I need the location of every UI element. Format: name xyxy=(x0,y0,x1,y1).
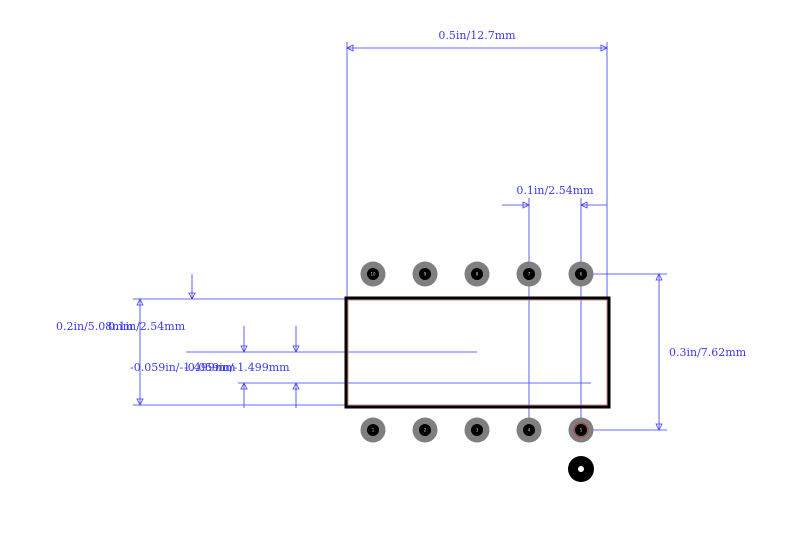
pad-top-3-number: 8 xyxy=(476,272,479,277)
pad-top-2-number: 9 xyxy=(424,272,427,277)
pad-bottom-3: 3 xyxy=(464,417,490,443)
pad-bottom-4: 4 xyxy=(516,417,542,443)
pin1-marker-icon xyxy=(568,456,594,482)
pad-bottom-5-number: 5 xyxy=(580,428,583,433)
dimension-pitch: 0.1in/2.54mm xyxy=(502,184,607,430)
pad-top-1-number: 10 xyxy=(370,272,376,277)
pad-top-2: 9 xyxy=(412,261,438,287)
pitch-label: 0.1in/2.54mm xyxy=(516,184,594,197)
bottom-pad-row: 1 2 3 4 5 xyxy=(360,417,594,443)
pad-top-3: 8 xyxy=(464,261,490,287)
pad-bottom-4-number: 4 xyxy=(528,428,531,433)
pad-bottom-1-number: 1 xyxy=(372,428,375,433)
dimension-offsets: -0.059in/-1.499mm -0.059in/-1.499mm xyxy=(130,326,591,408)
offset-a-label: -0.059in/-1.499mm xyxy=(130,361,236,374)
pad-top-4-number: 7 xyxy=(528,272,531,277)
component-body-outline xyxy=(344,296,611,409)
pad-bottom-5: 5 xyxy=(568,417,594,443)
pad-top-1: 10 xyxy=(360,261,386,287)
row-spacing-label: 0.3in/7.62mm xyxy=(669,346,747,359)
pad-bottom-2-number: 2 xyxy=(424,428,427,433)
pad-top-5-number: 6 xyxy=(580,272,583,277)
pad-bottom-2: 2 xyxy=(412,417,438,443)
overall-width-label: 0.5in/12.7mm xyxy=(438,29,516,42)
dimension-body-height: 0.2in/5.08mm 0.1in/2.54mm xyxy=(56,274,347,406)
pad-top-5: 6 xyxy=(568,261,594,287)
body-height-label: 0.2in/5.08mm xyxy=(56,320,134,333)
pad-bottom-3-number: 3 xyxy=(476,428,479,433)
pin-span-label: 0.1in/2.54mm xyxy=(108,320,186,333)
dimension-overall-width: 0.5in/12.7mm xyxy=(346,29,608,298)
courtyard-outline xyxy=(347,299,608,406)
pad-top-4: 7 xyxy=(516,261,542,287)
top-pad-row: 10 9 8 7 6 xyxy=(360,261,594,287)
dimension-row-spacing: 0.3in/7.62mm xyxy=(581,273,747,431)
offset-b-label: -0.059in/-1.499mm xyxy=(184,361,290,374)
pad-bottom-1: 1 xyxy=(360,417,386,443)
